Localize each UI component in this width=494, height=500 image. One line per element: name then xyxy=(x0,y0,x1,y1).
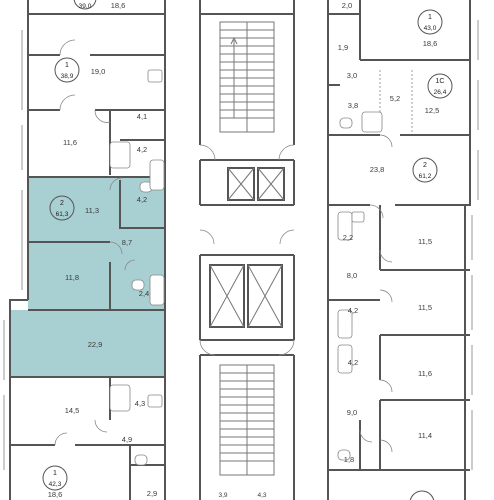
room-area-label: 12,5 xyxy=(425,106,440,115)
lift-4 xyxy=(247,264,283,328)
room-area-label: 2,4 xyxy=(139,289,149,298)
left-section-walls xyxy=(10,13,165,500)
room-area-label: 11,4 xyxy=(418,431,432,440)
room-area-label: 11,6 xyxy=(63,138,77,147)
room-area-label: 4,2 xyxy=(348,358,358,367)
bath-fixture-3 xyxy=(149,274,165,306)
lift-1 xyxy=(227,167,255,201)
svg-text:2: 2 xyxy=(60,200,64,207)
lift-2 xyxy=(257,167,285,201)
lift-3 xyxy=(209,264,245,328)
room-area-label: 4,2 xyxy=(137,195,147,204)
room-area-label: 4,3 xyxy=(257,492,266,499)
room-area-label: 4,2 xyxy=(348,306,358,315)
lift-4-cross xyxy=(247,264,283,328)
room-area-label: 11,5 xyxy=(418,237,432,246)
svg-text:1: 1 xyxy=(65,62,69,69)
room-area-label: 11,5 xyxy=(418,303,432,312)
room-area-label: 2,2 xyxy=(343,233,353,242)
apartment-badge[interactable]: 1С 26,4 xyxy=(427,73,453,99)
bath-fixture-2 xyxy=(149,159,165,191)
apartment-badge[interactable]: 1 43,0 xyxy=(417,9,443,35)
bath-fixture-1 xyxy=(109,141,131,169)
svg-text:2: 2 xyxy=(423,162,427,169)
right-window-strokes xyxy=(471,20,479,470)
bath-fixture-r2 xyxy=(337,211,353,241)
svg-text:38,9: 38,9 xyxy=(61,73,74,80)
stair-top-treads xyxy=(220,22,274,132)
apartment-badge[interactable]: 1 42,3 xyxy=(42,465,68,491)
room-area-label: 3,9 xyxy=(218,492,227,499)
toilet-fixture-r1 xyxy=(339,117,353,129)
core-door-swings xyxy=(199,144,295,356)
apartment-badge[interactable]: 2 61,2 xyxy=(412,157,438,183)
room-labels: 18,6 19,0 4,1 11,6 4,2 11,3 4,2 8,7 11,8… xyxy=(48,1,440,499)
svg-text:26,4: 26,4 xyxy=(434,89,447,96)
room-area-label: 1,9 xyxy=(338,43,348,52)
room-area-label: 3,0 xyxy=(347,71,357,80)
bath-fixture-r1 xyxy=(361,111,383,133)
sink-fixture-4 xyxy=(147,394,163,408)
left-window-strokes xyxy=(3,30,23,470)
room-area-label: 18,6 xyxy=(111,1,126,10)
room-area-label: 19,0 xyxy=(91,67,106,76)
toilet-fixture-2 xyxy=(131,279,145,291)
core-outer-walls xyxy=(199,0,295,500)
lift-1-cross xyxy=(227,167,255,201)
room-area-label: 2,9 xyxy=(147,489,157,498)
svg-text:1: 1 xyxy=(53,470,57,477)
stair-top-arrow xyxy=(230,36,238,118)
stair-bottom-treads xyxy=(220,365,274,475)
toilet-fixture-4 xyxy=(134,454,148,466)
apartment-badge-partial[interactable] xyxy=(409,490,435,500)
room-area-label: 3,8 xyxy=(348,101,358,110)
toilet-fixture-r5 xyxy=(337,449,351,461)
room-area-label: 14,5 xyxy=(65,406,80,415)
room-area-label: 4,2 xyxy=(137,145,147,154)
sink-fixture-1 xyxy=(147,69,163,83)
room-area-label: 23,8 xyxy=(370,165,385,174)
sink-fixture-r2 xyxy=(351,211,365,223)
right-door-swings xyxy=(359,134,393,453)
svg-text:39,0: 39,0 xyxy=(79,3,92,10)
room-area-label: 2,0 xyxy=(342,1,352,10)
left-facade-wall xyxy=(9,0,166,500)
room-area-label: 18,6 xyxy=(423,39,438,48)
svg-text:61,2: 61,2 xyxy=(419,173,432,180)
room-area-label: 4,3 xyxy=(135,399,145,408)
room-area-label: 9,0 xyxy=(347,408,357,417)
room-area-label: 11,8 xyxy=(65,273,79,282)
left-door-swings xyxy=(54,39,136,446)
apartment-badge-selected[interactable]: 2 61,3 xyxy=(49,195,75,221)
lift-2-cross xyxy=(257,167,285,201)
svg-text:42,3: 42,3 xyxy=(49,481,62,488)
room-area-label: 4,9 xyxy=(122,435,132,444)
room-area-label: 5,2 xyxy=(390,94,400,103)
svg-text:1С: 1С xyxy=(436,78,445,85)
apartment-badge[interactable]: 1 38,9 xyxy=(54,57,80,83)
room-area-label: 8,0 xyxy=(347,271,357,280)
lift-3-cross xyxy=(209,264,245,328)
bath-fixture-r4 xyxy=(337,344,353,374)
room-area-label: 22,9 xyxy=(88,340,103,349)
room-area-label: 8,7 xyxy=(122,238,132,247)
room-area-label: 11,6 xyxy=(418,369,432,378)
room-area-label: 11,3 xyxy=(85,206,99,215)
svg-text:43,0: 43,0 xyxy=(424,25,437,32)
room-area-label: 18,6 xyxy=(48,490,63,499)
right-section-walls xyxy=(328,0,470,471)
bath-fixture-4 xyxy=(109,384,131,412)
bath-fixture-r3 xyxy=(337,309,353,339)
room-area-label: 1,8 xyxy=(344,455,354,464)
apartment-badge[interactable]: 39,0 xyxy=(73,0,97,10)
svg-text:1: 1 xyxy=(428,14,432,21)
room-area-label: 4,1 xyxy=(137,112,147,121)
svg-text:61,3: 61,3 xyxy=(56,211,69,218)
